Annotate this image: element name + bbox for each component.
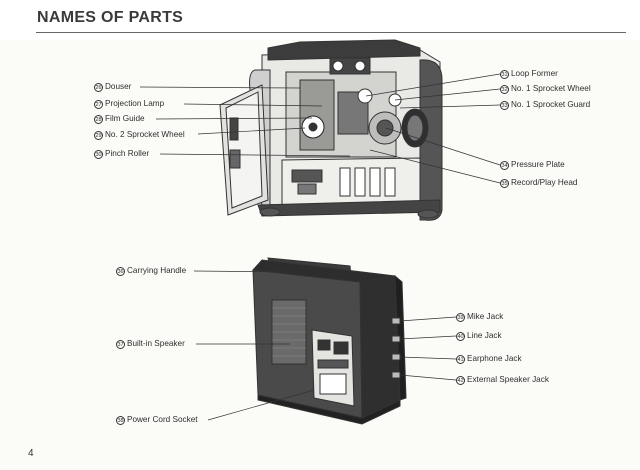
callout-label: No. 1 Sprocket Wheel <box>511 84 591 93</box>
callout-douser: 26 Douser <box>94 82 131 92</box>
callout-label: External Speaker Jack <box>467 375 549 384</box>
callout-label: Line Jack <box>467 331 502 340</box>
header-bar <box>0 0 640 40</box>
callout-label: Film Guide <box>105 114 145 123</box>
callout-label: Projection Lamp <box>105 99 165 108</box>
callout-number: 41 <box>456 354 465 364</box>
callout-number: 27 <box>94 99 103 109</box>
callout-number: 31 <box>500 69 509 79</box>
callout-projection-lamp: 27 Projection Lamp <box>94 99 164 109</box>
projector-closed-illustration <box>251 257 407 425</box>
callout-external-speaker-jack: 42 External Speaker Jack <box>456 375 549 385</box>
callout-pinch-roller: 30 Pinch Roller <box>94 149 149 159</box>
callout-label: Power Cord Socket <box>127 415 198 424</box>
callout-line-jack: 40 Line Jack <box>456 331 502 341</box>
callout-mike-jack: 39 Mike Jack <box>456 312 503 322</box>
page-number: 4 <box>28 448 34 459</box>
callout-label: Carrying Handle <box>127 266 187 275</box>
callout-number: 33 <box>500 100 509 110</box>
callout-number: 30 <box>94 149 103 159</box>
callout-film-guide: 28 Film Guide <box>94 114 145 124</box>
title-rule <box>36 32 626 33</box>
callout-number: 42 <box>456 375 465 385</box>
callout-no1-sprocket-guard: 33 No. 1 Sprocket Guard <box>500 100 590 110</box>
callout-label: Pinch Roller <box>105 149 150 158</box>
callout-label: Earphone Jack <box>467 354 522 363</box>
callout-label: Built-in Speaker <box>127 339 185 348</box>
callout-loop-former: 31 Loop Former <box>500 69 558 79</box>
callout-no1-sprocket-wheel: 32 No. 1 Sprocket Wheel <box>500 84 591 94</box>
callout-earphone-jack: 41 Earphone Jack <box>456 354 522 364</box>
callout-label: No. 2 Sprocket Wheel <box>105 130 185 139</box>
callout-carrying-handle: 36 Carrying Handle <box>116 266 186 276</box>
callout-number: 26 <box>94 82 103 92</box>
callout-number: 34 <box>500 160 509 170</box>
callout-number: 28 <box>94 114 103 124</box>
callout-pressure-plate: 34 Pressure Plate <box>500 160 565 170</box>
callout-label: Douser <box>105 82 132 91</box>
callout-label: Mike Jack <box>467 312 504 321</box>
callout-number: 32 <box>500 84 509 94</box>
callout-no2-sprocket-wheel: 29 No. 2 Sprocket Wheel <box>94 130 185 140</box>
page-title: NAMES OF PARTS <box>37 9 184 26</box>
callout-number: 40 <box>456 331 465 341</box>
callout-label: Pressure Plate <box>511 160 565 169</box>
callout-number: 29 <box>94 130 103 140</box>
projector-open-illustration <box>219 39 443 221</box>
callout-number: 36 <box>116 266 125 276</box>
callout-label: No. 1 Sprocket Guard <box>511 100 591 109</box>
callout-number: 39 <box>456 312 465 322</box>
callout-record-play-head: 35 Record/Play Head <box>500 178 577 188</box>
callout-label: Loop Former <box>511 69 558 78</box>
callout-number: 35 <box>500 178 509 188</box>
callout-number: 38 <box>116 415 125 425</box>
callout-built-in-speaker: 37 Built-in Speaker <box>116 339 185 349</box>
leader-lines <box>139 73 501 421</box>
callout-label: Record/Play Head <box>511 178 578 187</box>
callout-number: 37 <box>116 339 125 349</box>
callout-power-cord-socket: 38 Power Cord Socket <box>116 415 198 425</box>
